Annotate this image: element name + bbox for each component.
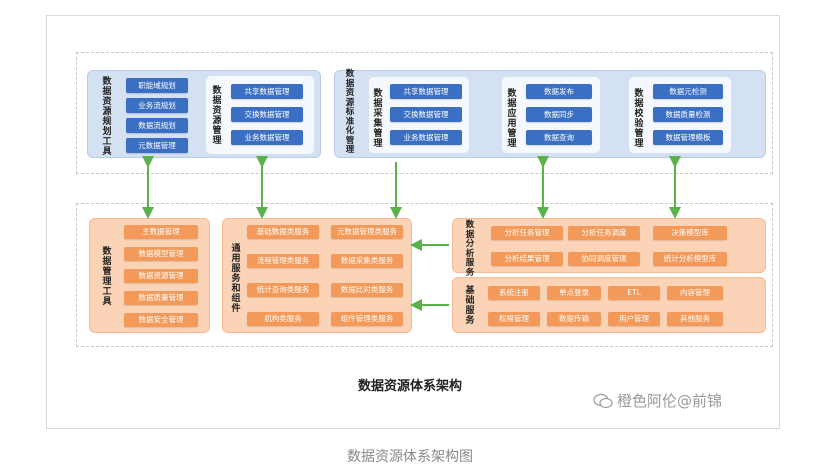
analysis-services-panel: 数据分析服务 分析任务管理 分析任务调度 决策模型库 分析结果管理 协同调度管理… bbox=[452, 218, 766, 278]
base-services-label: 基础服务 bbox=[465, 286, 475, 326]
data-tools-item[interactable]: 数据质量管理 bbox=[124, 291, 198, 305]
resource-mgmt-box: 数据资源管理 共享数据管理 交换数据管理 业务数据管理 bbox=[206, 76, 314, 154]
analysis-item[interactable]: 统计分析模型库 bbox=[653, 252, 727, 266]
verification-box: 数据校验管理 数据元检测 数据质量检测 数据管理模板 bbox=[629, 77, 731, 153]
service-item[interactable]: 统计查询类服务 bbox=[247, 283, 319, 297]
planning-tools-label: 数据资源规划工具 bbox=[102, 77, 112, 157]
resource-mgmt-item[interactable]: 业务数据管理 bbox=[231, 130, 303, 145]
analysis-services-label: 数据分析服务 bbox=[465, 220, 475, 278]
collect-box: 数据采集管理 共享数据管理 交换数据管理 业务数据管理 bbox=[369, 77, 469, 153]
data-tools-panel: 数据管理工具 主数据管理 数据模型管理 数据资源管理 数据质量管理 数据安全管理 bbox=[89, 218, 210, 333]
base-services-panel: 基础服务 系统注册 单点登录 ETL 内容管理 权限管理 数据传输 用户管理 其… bbox=[452, 277, 766, 333]
base-item[interactable]: 单点登录 bbox=[547, 286, 601, 300]
analysis-item[interactable]: 分析结果管理 bbox=[491, 252, 563, 266]
standardization-panel: 数据资源标准化管理 数据采集管理 共享数据管理 交换数据管理 业务数据管理 数据… bbox=[334, 69, 766, 158]
analysis-item[interactable]: 决策模型库 bbox=[653, 226, 727, 240]
data-tools-label: 数据管理工具 bbox=[102, 247, 112, 307]
base-item[interactable]: 内容管理 bbox=[667, 286, 723, 300]
base-item[interactable]: ETL bbox=[608, 286, 660, 300]
base-item[interactable]: 系统注册 bbox=[488, 286, 540, 300]
top-layer-container bbox=[76, 52, 773, 174]
resource-mgmt-item[interactable]: 共享数据管理 bbox=[231, 84, 303, 99]
application-item[interactable]: 数据查询 bbox=[526, 130, 592, 145]
planning-tools-panel: 数据资源规划工具 职能域规划 业务流规划 数据流规划 元数据管理 数据资源管理 … bbox=[87, 70, 321, 158]
application-item[interactable]: 数据发布 bbox=[526, 84, 592, 99]
resource-mgmt-label: 数据资源管理 bbox=[212, 86, 222, 146]
base-item[interactable]: 权限管理 bbox=[488, 312, 540, 326]
verification-item[interactable]: 数据管理模板 bbox=[653, 130, 723, 145]
service-item[interactable]: 机构类服务 bbox=[247, 312, 319, 326]
application-box: 数据应用管理 数据发布 数据同步 数据查询 bbox=[502, 77, 600, 153]
service-item[interactable]: 流程管理类服务 bbox=[247, 254, 319, 268]
figure-caption: 数据资源体系架构图 bbox=[347, 449, 473, 465]
data-tools-item[interactable]: 主数据管理 bbox=[124, 225, 198, 239]
planning-item[interactable]: 元数据管理 bbox=[126, 138, 188, 153]
standardization-label: 数据资源标准化管理 bbox=[345, 69, 355, 155]
data-tools-item[interactable]: 数据资源管理 bbox=[124, 269, 198, 283]
analysis-item[interactable]: 分析任务调度 bbox=[568, 226, 640, 240]
verification-item[interactable]: 数据元检测 bbox=[653, 84, 723, 99]
service-item[interactable]: 数据比对类服务 bbox=[331, 283, 403, 297]
service-item[interactable]: 组件管理类服务 bbox=[331, 312, 403, 326]
common-services-panel: 通用服务和组件 基础数据类服务 元数据管理类服务 流程管理类服务 数据采集类服务… bbox=[222, 218, 412, 333]
common-services-label: 通用服务和组件 bbox=[231, 244, 241, 314]
planning-item[interactable]: 数据流规划 bbox=[126, 118, 188, 133]
wechat-icon bbox=[593, 393, 613, 408]
base-item[interactable]: 其他服务 bbox=[667, 312, 723, 326]
verification-item[interactable]: 数据质量检测 bbox=[653, 107, 723, 122]
base-item[interactable]: 用户管理 bbox=[608, 312, 660, 326]
collect-item[interactable]: 交换数据管理 bbox=[390, 107, 462, 122]
watermark: 橙色阿伦@前锦 bbox=[593, 390, 722, 411]
verification-label: 数据校验管理 bbox=[634, 89, 644, 149]
watermark-text: 橙色阿伦@前锦 bbox=[617, 392, 723, 410]
application-item[interactable]: 数据同步 bbox=[526, 107, 592, 122]
collect-item[interactable]: 共享数据管理 bbox=[390, 84, 462, 99]
base-item[interactable]: 数据传输 bbox=[547, 312, 601, 326]
resource-mgmt-item[interactable]: 交换数据管理 bbox=[231, 107, 303, 122]
data-tools-item[interactable]: 数据安全管理 bbox=[124, 313, 198, 327]
planning-item[interactable]: 业务流规划 bbox=[126, 98, 188, 113]
analysis-item[interactable]: 分析任务管理 bbox=[491, 226, 563, 240]
collect-label: 数据采集管理 bbox=[373, 89, 383, 149]
planning-item[interactable]: 职能域规划 bbox=[126, 78, 188, 93]
bottom-layer-container bbox=[76, 203, 773, 347]
application-label: 数据应用管理 bbox=[507, 89, 517, 149]
diagram-title: 数据资源体系架构 bbox=[357, 379, 462, 394]
collect-item[interactable]: 业务数据管理 bbox=[390, 130, 462, 145]
service-item[interactable]: 数据采集类服务 bbox=[331, 254, 403, 268]
service-item[interactable]: 元数据管理类服务 bbox=[331, 225, 403, 239]
data-tools-item[interactable]: 数据模型管理 bbox=[124, 247, 198, 261]
analysis-item[interactable]: 协同调度管理 bbox=[568, 252, 640, 266]
service-item[interactable]: 基础数据类服务 bbox=[247, 225, 319, 239]
